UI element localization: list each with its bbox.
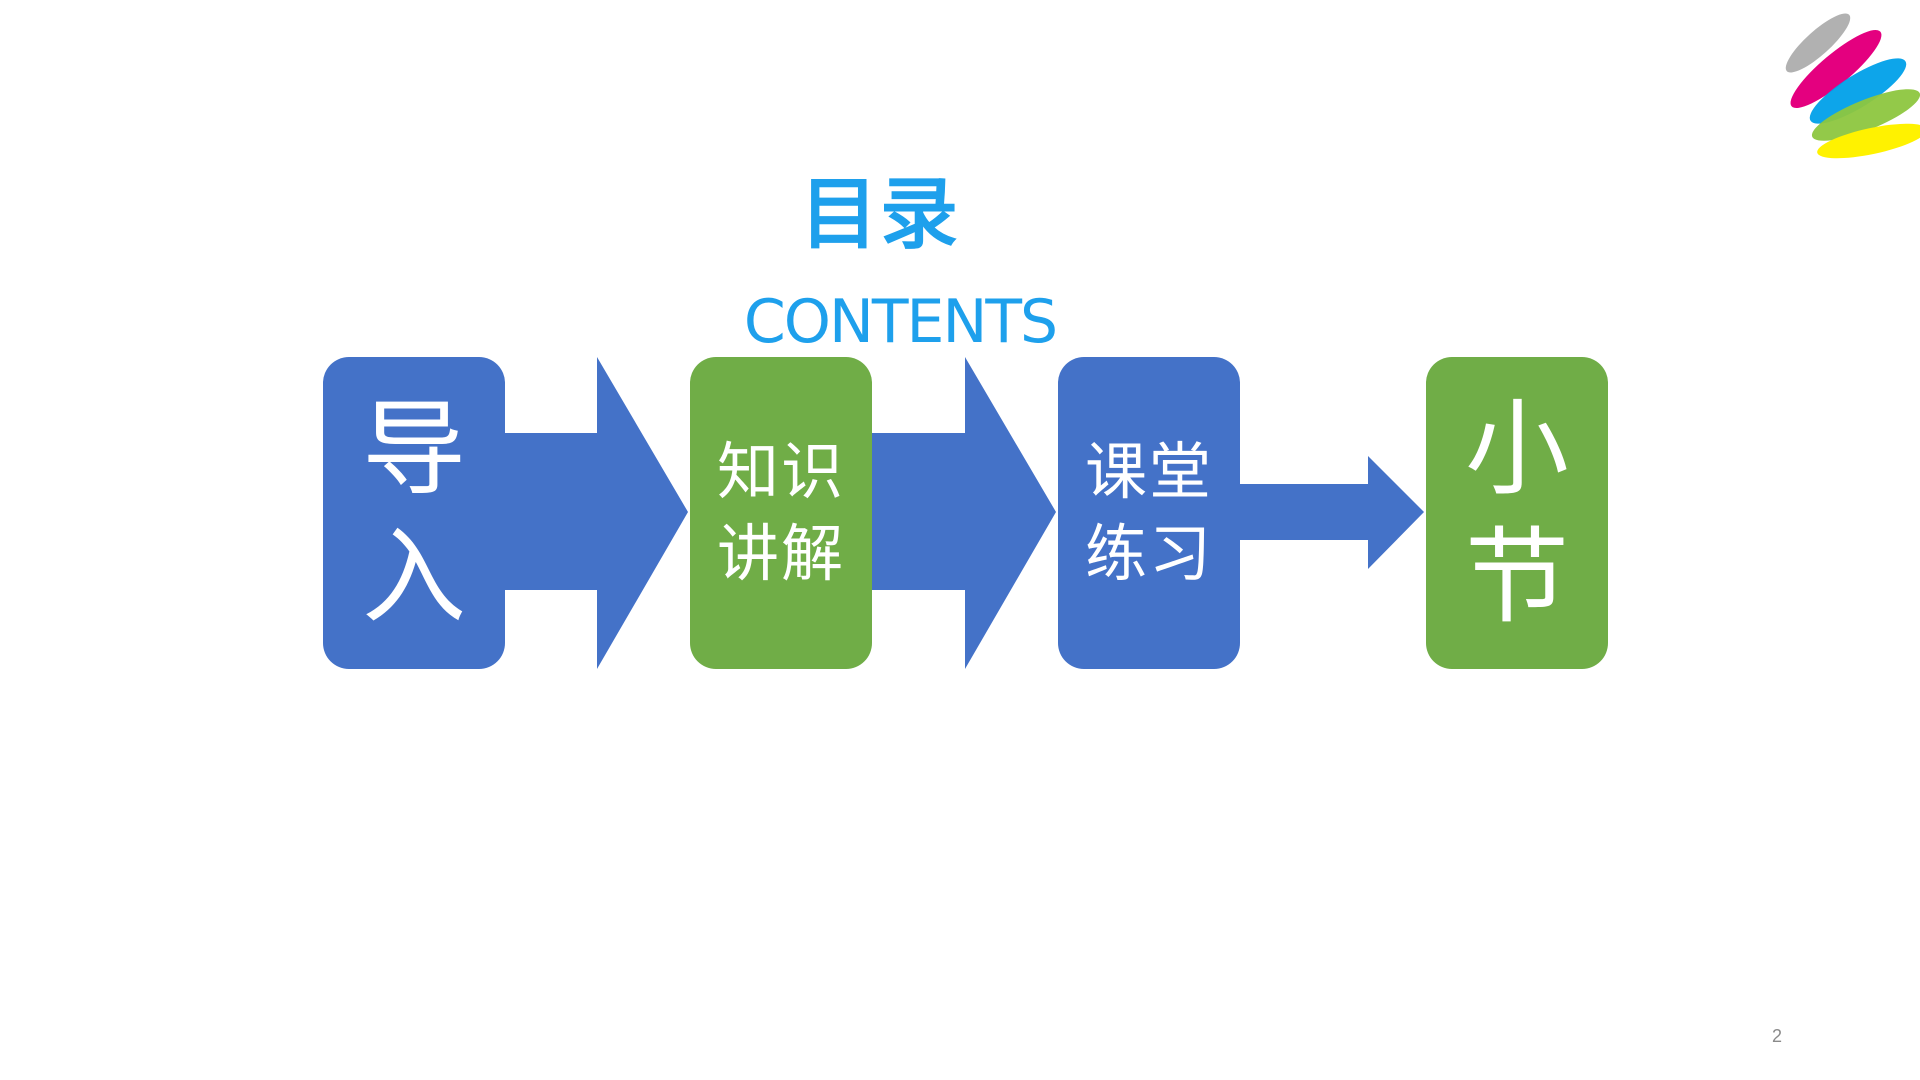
step-knowledge-line-1: 知识 <box>716 435 845 508</box>
arrow-1 <box>505 357 688 669</box>
step-summary-line-2: 节 <box>1464 516 1569 638</box>
slide-subtitle: CONTENTS <box>743 287 1058 357</box>
page-number: 2 <box>1771 1026 1782 1046</box>
step-knowledge-box: 知识 讲解 <box>690 357 872 669</box>
step-intro-line-2: 入 <box>361 516 466 638</box>
step-summary-line-1: 小 <box>1464 388 1569 510</box>
step-intro-line-1: 导 <box>361 388 466 510</box>
step-practice-line-1: 课堂 <box>1084 435 1213 508</box>
step-practice-line-2: 练习 <box>1084 517 1213 590</box>
step-knowledge-line-2: 讲解 <box>716 517 845 590</box>
slide-title: 目录 <box>799 170 960 260</box>
arrow-3 <box>1240 456 1424 569</box>
step-summary-box: 小 节 <box>1426 357 1608 669</box>
feather-brush-logo <box>1785 13 1920 159</box>
step-intro-box: 导 入 <box>323 357 505 669</box>
step-practice-box: 课堂 练习 <box>1058 357 1240 669</box>
arrow-2 <box>872 357 1056 669</box>
